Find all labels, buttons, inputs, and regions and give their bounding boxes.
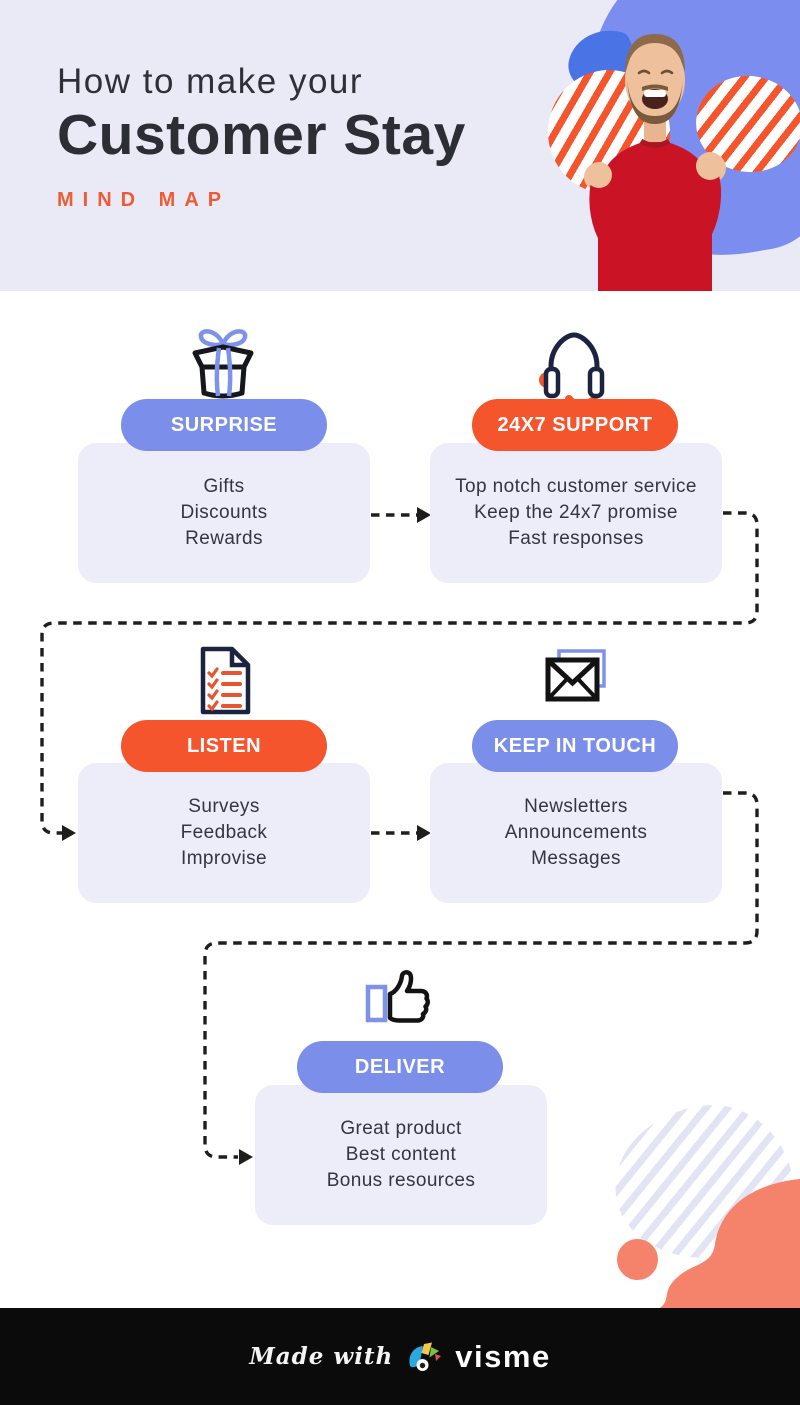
coral-blob-shape bbox=[660, 1179, 800, 1308]
node-pill-support: 24X7 SUPPORT bbox=[472, 399, 678, 451]
node-label: 24X7 SUPPORT bbox=[497, 413, 653, 436]
coral-dot bbox=[617, 1239, 658, 1280]
card-item: Announcements bbox=[504, 822, 648, 843]
title-block: How to make your Customer Stay MIND MAP bbox=[57, 62, 466, 212]
page-subtitle: MIND MAP bbox=[57, 188, 231, 211]
card-item: Top notch customer service bbox=[455, 476, 697, 497]
header-band: How to make your Customer Stay MIND MAP bbox=[0, 0, 800, 291]
node-label: SURPRISE bbox=[170, 413, 278, 436]
card-item: Bonus resources bbox=[326, 1170, 476, 1191]
visme-wordmark: visme bbox=[455, 1338, 551, 1374]
cheering-man-photo bbox=[584, 34, 726, 291]
gift-icon bbox=[192, 329, 254, 399]
envelope-icon bbox=[545, 649, 606, 702]
footer-band: Made with visme bbox=[0, 1308, 800, 1405]
node-pill-deliver: DELIVER bbox=[297, 1041, 503, 1093]
node-pill-keepintouch: KEEP IN TOUCH bbox=[472, 720, 678, 772]
node-card-surprise: Gifts Discounts Rewards bbox=[78, 443, 370, 583]
card-item: Discounts bbox=[180, 502, 268, 523]
visme-logo-icon bbox=[409, 1342, 442, 1371]
card-item: Feedback bbox=[180, 822, 268, 843]
card-item: Messages bbox=[531, 848, 621, 869]
node-label: KEEP IN TOUCH bbox=[493, 734, 657, 757]
card-item: Improvise bbox=[181, 848, 267, 869]
node-pill-surprise: SURPRISE bbox=[121, 399, 327, 451]
page-title-line1: How to make your bbox=[57, 62, 364, 101]
headset-icon bbox=[539, 332, 605, 404]
checklist-icon bbox=[200, 646, 251, 715]
arrowhead bbox=[239, 1149, 253, 1165]
thumbs-up-icon bbox=[365, 970, 430, 1023]
card-item: Gifts bbox=[203, 476, 245, 497]
node-card-keepintouch: Newsletters Announcements Messages bbox=[430, 763, 722, 903]
node-card-support: Top notch customer service Keep the 24x7… bbox=[430, 443, 722, 583]
card-item: Great product bbox=[340, 1118, 462, 1139]
card-item: Fast responses bbox=[508, 528, 644, 549]
card-item: Rewards bbox=[185, 528, 263, 549]
hero-illustration bbox=[540, 0, 800, 291]
arrowhead bbox=[417, 507, 431, 523]
card-item: Keep the 24x7 promise bbox=[474, 502, 678, 523]
mind-map-area: SURPRISE Gifts Discounts Rewards 24X7 SU… bbox=[0, 291, 800, 1308]
card-item: Best content bbox=[345, 1144, 457, 1165]
arrowhead bbox=[417, 825, 431, 841]
node-card-deliver: Great product Best content Bonus resourc… bbox=[255, 1085, 547, 1225]
node-pill-listen: LISTEN bbox=[121, 720, 327, 772]
card-item: Newsletters bbox=[524, 796, 628, 817]
card-item: Surveys bbox=[188, 796, 260, 817]
arrowhead bbox=[62, 825, 76, 841]
node-card-listen: Surveys Feedback Improvise bbox=[78, 763, 370, 903]
page-title-line2: Customer Stay bbox=[57, 103, 466, 168]
made-with-label: Made with bbox=[249, 1343, 394, 1370]
node-label: DELIVER bbox=[354, 1055, 446, 1078]
node-label: LISTEN bbox=[186, 734, 262, 757]
